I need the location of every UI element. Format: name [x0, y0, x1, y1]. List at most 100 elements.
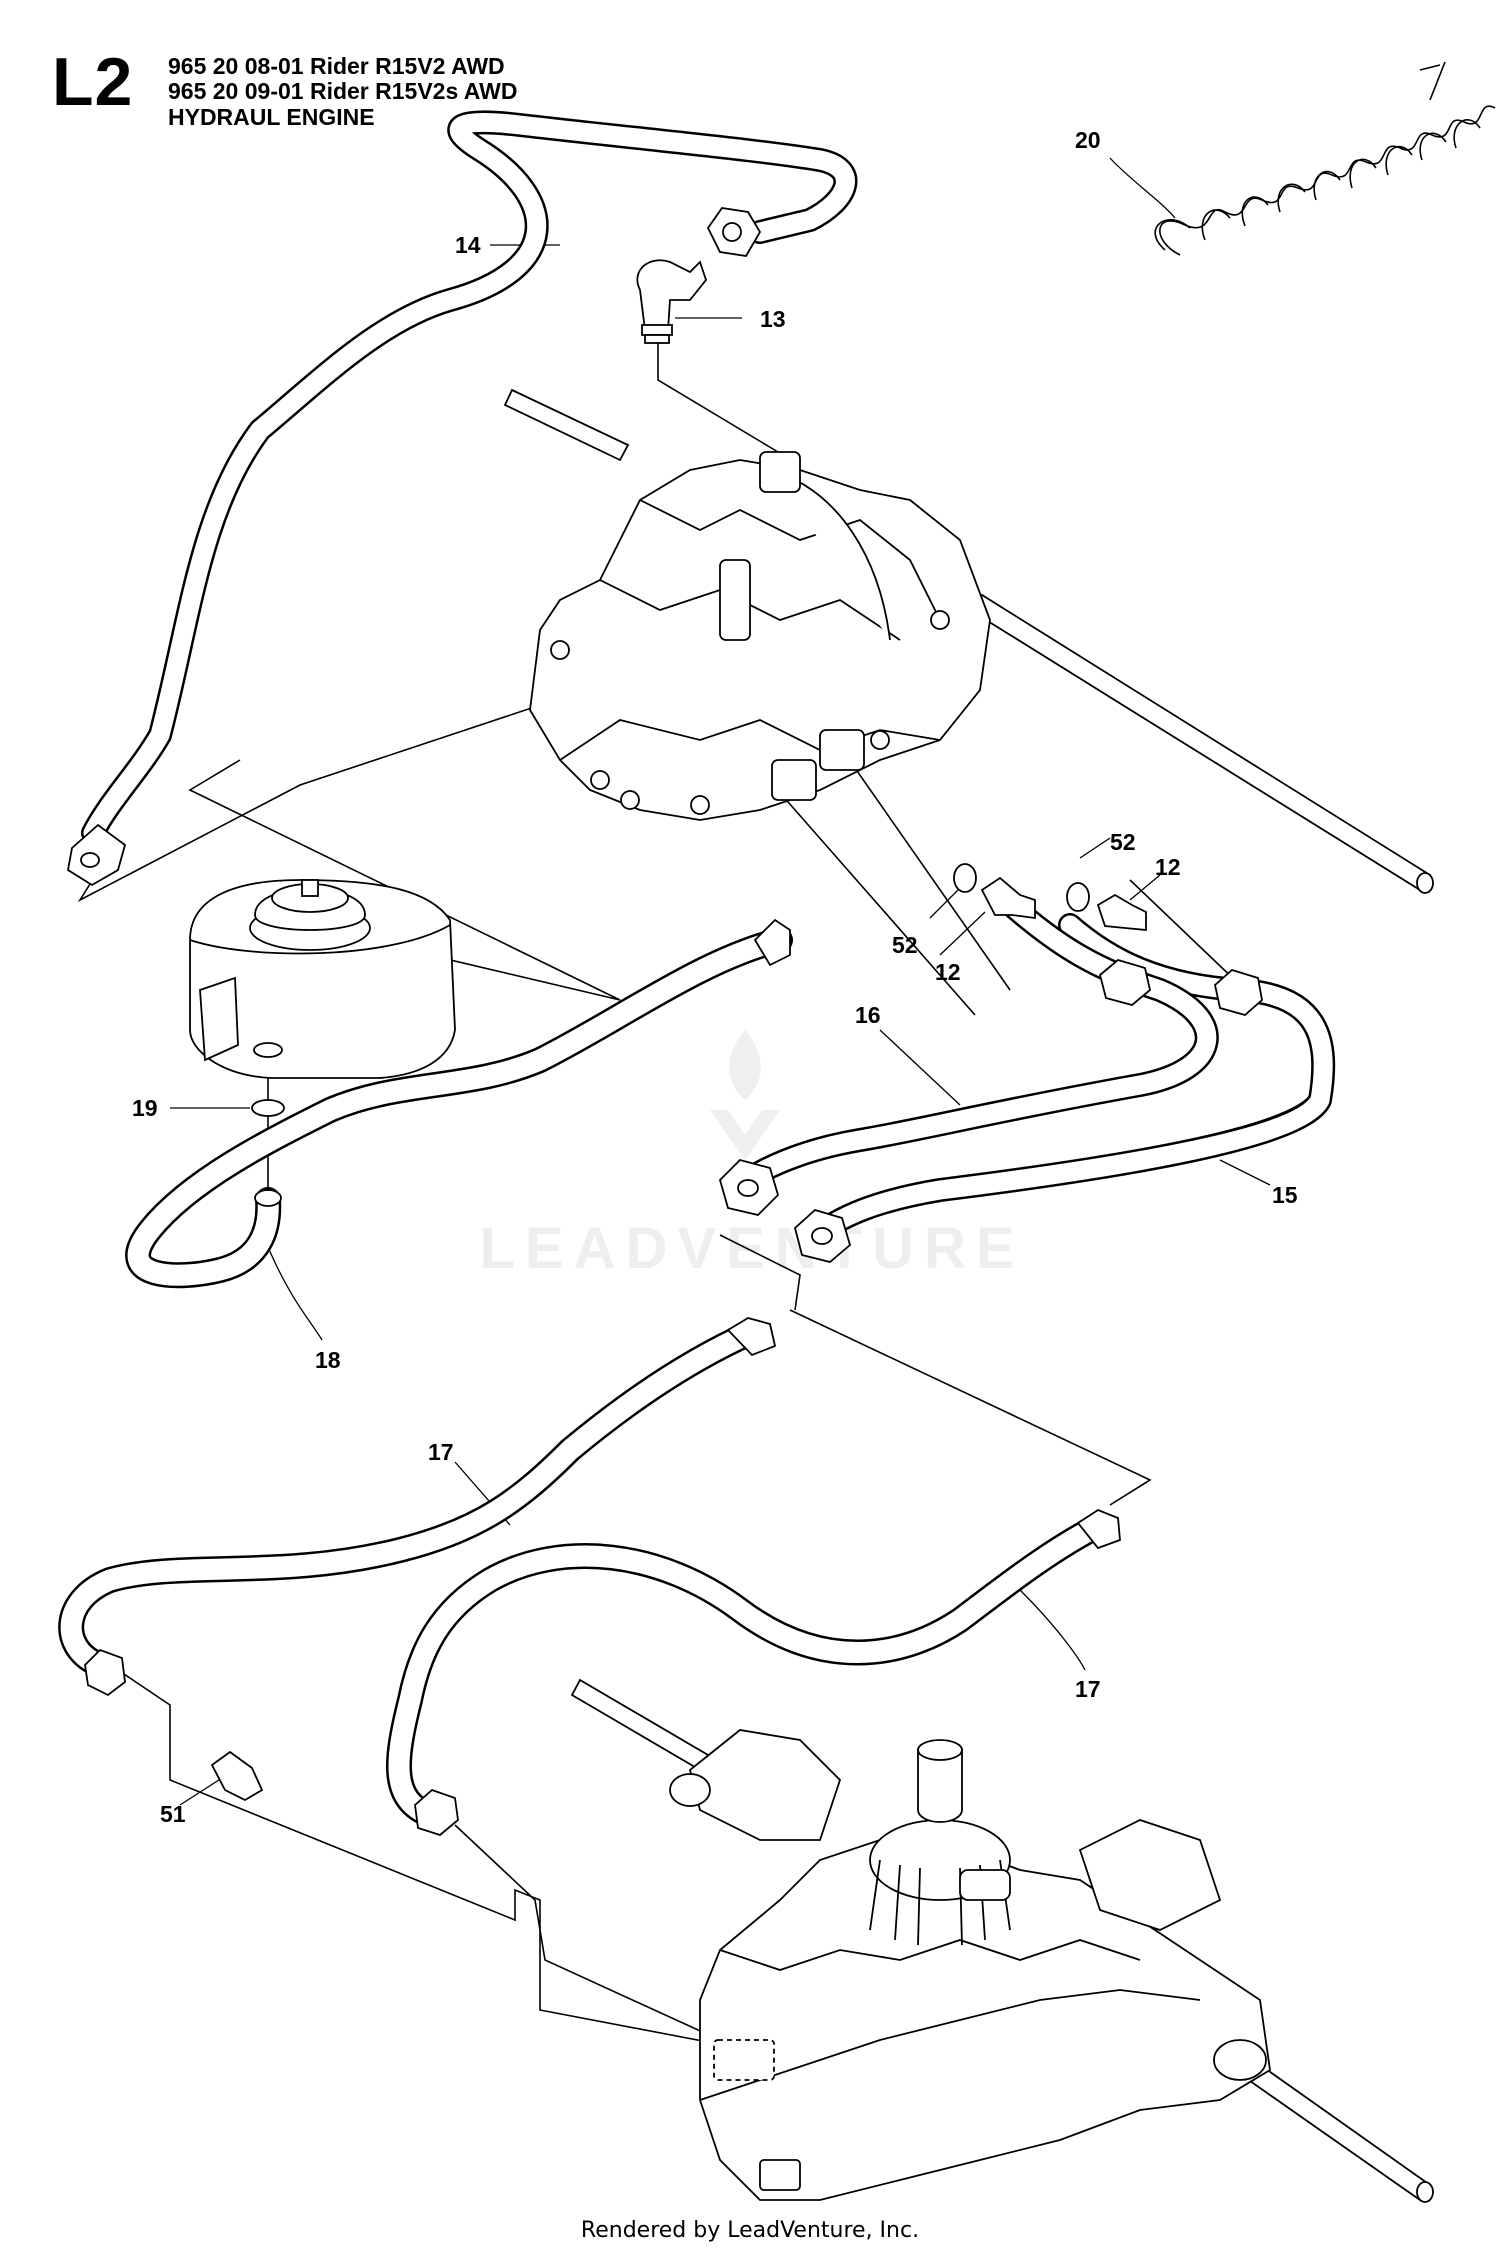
- hose-17-upper: [58, 1320, 763, 1678]
- section-title: HYDRAUL ENGINE: [168, 104, 375, 130]
- connector-line: [454, 1824, 721, 2041]
- connector-line: [719, 1234, 801, 1311]
- housing-bolt: [620, 790, 640, 810]
- port-boss: [819, 729, 865, 771]
- leader-line-51: [179, 1777, 223, 1806]
- drain-plug: [759, 2159, 801, 2191]
- tank-cap-nub: [301, 879, 319, 897]
- hose-17-lower: [386, 1512, 1113, 1828]
- tank-outlet: [253, 1042, 283, 1058]
- housing-detail: [719, 1939, 1141, 1971]
- nut-pipe-16-top: [1098, 959, 1151, 1006]
- callout-19: 19: [132, 1095, 158, 1121]
- fan-fins: [869, 1859, 1011, 1946]
- hose-17-upper-elbow-nut: [84, 1648, 126, 1697]
- nut-pipe-15-bottom: [793, 1208, 852, 1263]
- top-boss: [759, 451, 801, 493]
- transmission-upper: [503, 388, 1434, 894]
- spiral-coil: [1159, 105, 1496, 256]
- callout-17b: 17: [1075, 1676, 1101, 1702]
- leader-line-18: [264, 1239, 323, 1341]
- spiral-wrap-20: [1154, 61, 1496, 256]
- nut-pipe-14-bottom: [67, 823, 127, 887]
- watermark-flame-logo: [710, 1030, 780, 1160]
- axle-end-cap: [1416, 872, 1434, 894]
- nut-pipe-14-top: [706, 207, 762, 257]
- hose-17-upper-fitting: [726, 1317, 777, 1357]
- housing-bolt: [590, 770, 610, 790]
- pipe-15: [798, 913, 1336, 1252]
- leader-line-12a: [939, 911, 986, 956]
- leader-line-52b: [1079, 837, 1111, 859]
- connector-line: [1129, 879, 1241, 986]
- callout-13: 13: [760, 306, 786, 332]
- hose-17-lower-elbow-nut: [414, 1788, 459, 1837]
- connector-line: [117, 1669, 751, 2051]
- watermark: LEADVENTURE: [479, 1030, 1024, 1281]
- pipe-14: [81, 110, 858, 845]
- connector-line: [759, 769, 976, 1016]
- leader-line-20: [1109, 157, 1176, 219]
- o-ring-52a: [953, 863, 977, 893]
- leader-line-17b: [1019, 1589, 1086, 1671]
- leader-line-16: [879, 1029, 961, 1106]
- mounting-bracket: [688, 1729, 842, 1841]
- nut-pipe-16-bottom: [718, 1158, 780, 1216]
- axle-seal: [669, 1773, 711, 1807]
- callout-20: 20: [1075, 127, 1101, 153]
- axle-end-cap: [1416, 2181, 1434, 2203]
- hose-18-tank-end: [254, 1189, 282, 1207]
- tank-mount-bracket: [199, 976, 239, 1062]
- control-lever: [719, 559, 751, 641]
- housing-bolt: [690, 795, 710, 815]
- callout-51: 51: [160, 1801, 186, 1827]
- model-line-2: 965 20 09-01 Rider R15V2s AWD: [168, 78, 518, 104]
- sheet-code: L2: [52, 44, 134, 120]
- watermark-text: LEADVENTURE: [479, 1216, 1024, 1281]
- housing-detail: [559, 719, 941, 761]
- oil-tank: [189, 879, 456, 1079]
- hose-18: [125, 927, 793, 1289]
- nut-pipe-15-top: [1214, 968, 1263, 1016]
- input-shaft-end: [917, 1739, 963, 1761]
- callout-52b: 52: [1110, 829, 1136, 855]
- spiral-tail: [1419, 61, 1446, 101]
- hose-18-end-fitting: [753, 918, 791, 967]
- upper-axle-right: [968, 593, 1432, 892]
- hose-17-lower-fitting: [1076, 1508, 1121, 1550]
- o-ring-52b: [1066, 882, 1090, 912]
- callout-14: 14: [455, 232, 481, 258]
- elbow-fitting-13: [636, 259, 708, 344]
- callout-15: 15: [1272, 1182, 1298, 1208]
- housing-bolt: [550, 640, 570, 660]
- leader-line-15: [1219, 1159, 1271, 1186]
- adapter-12a: [980, 876, 1036, 920]
- housing-bolt: [870, 730, 890, 750]
- fittings: [67, 207, 1263, 1837]
- connector-line: [789, 1309, 1152, 1506]
- callout-labels: 20 14 13 52 12 52 12 16 19 15 18 17 17 5…: [132, 127, 1298, 1827]
- connector-line: [657, 330, 779, 453]
- adapter-12b: [1096, 893, 1147, 931]
- leader-line-52a: [929, 887, 961, 919]
- port-boss: [771, 759, 817, 801]
- upper-axle-left: [503, 388, 630, 462]
- footer-credit: Rendered by LeadVenture, Inc.: [580, 2218, 920, 2243]
- callout-52a: 52: [892, 932, 918, 958]
- callout-16: 16: [855, 1002, 881, 1028]
- adapter-51: [210, 1750, 264, 1802]
- pipes: [58, 110, 1336, 1828]
- lower-axle-left: [570, 1678, 710, 1772]
- transmission-upper-housing: [529, 459, 991, 821]
- oil-cap: [959, 1869, 1011, 1901]
- port-block: [713, 2039, 775, 2081]
- transmission-lower: [570, 1678, 1434, 2203]
- axle-seal: [1213, 2039, 1267, 2081]
- callout-18: 18: [315, 1347, 341, 1373]
- hose-clamp-19: [251, 1099, 285, 1117]
- spiral-coil-back: [1154, 119, 1481, 251]
- model-line-1: 965 20 08-01 Rider R15V2 AWD: [168, 53, 505, 79]
- housing-bolt: [930, 610, 950, 630]
- leader-line-12b: [1129, 874, 1161, 901]
